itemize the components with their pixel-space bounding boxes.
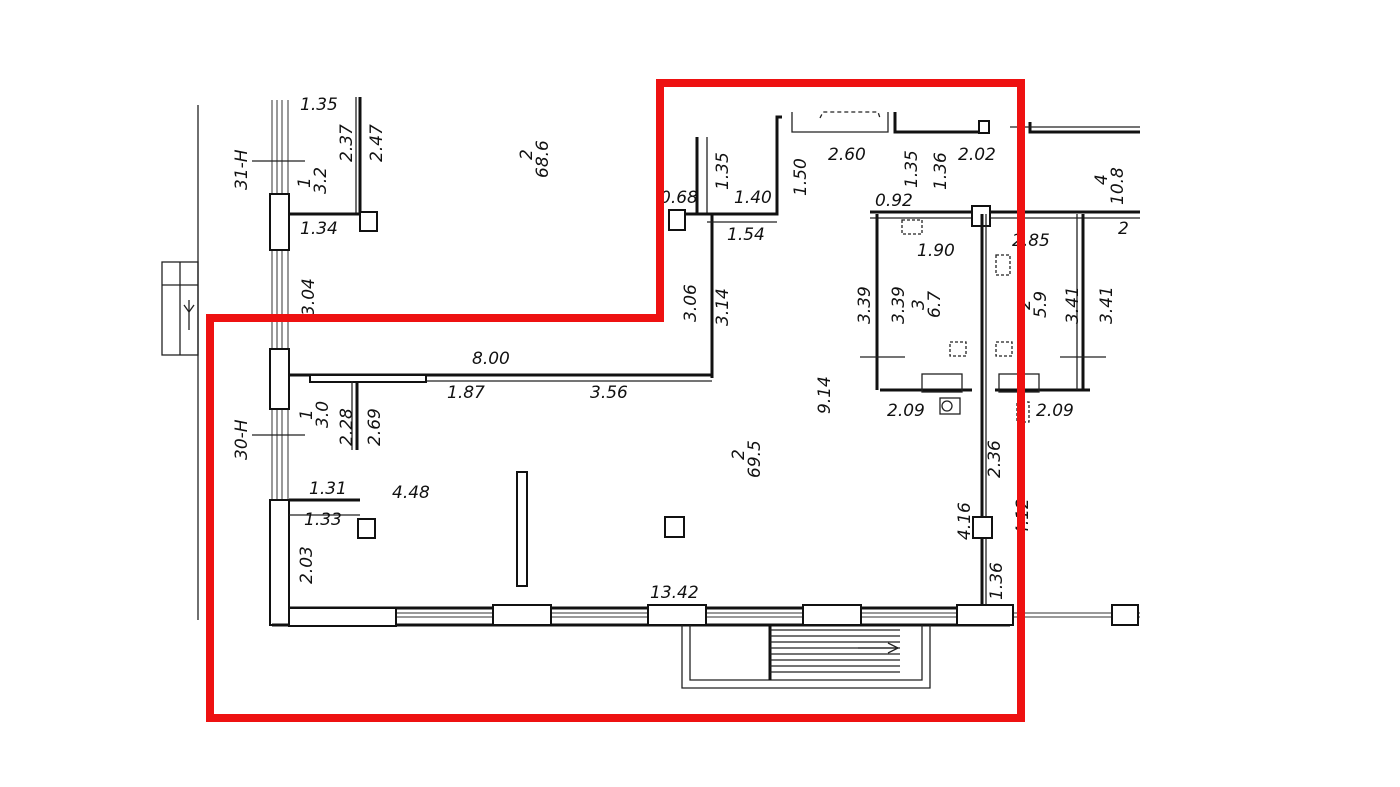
dimension-label: 1.90 [917, 241, 955, 261]
dimension-label: 3.39 [889, 286, 909, 324]
column [357, 518, 376, 539]
dimension-label: 0.68 [660, 188, 698, 208]
dimension-label: 3.39 [855, 286, 875, 324]
bathtub-icon [921, 373, 963, 393]
axis-label: 30-Н [232, 419, 252, 460]
dimension-label: 1.40 [734, 188, 772, 208]
svg-text:3.2: 3.2 [311, 167, 331, 194]
room-label: 4 10.8 [1092, 167, 1128, 205]
dimension-label: 1.36 [987, 562, 1007, 600]
dimension-label: 1.35 [902, 150, 922, 188]
dimension-label: 3.41 [1097, 286, 1117, 324]
column [359, 211, 378, 232]
svg-text:1: 1 [295, 177, 315, 188]
dimension-label: 3.04 [299, 278, 319, 316]
dimension-label: 4.48 [392, 483, 430, 503]
toilet-icon [939, 397, 961, 415]
wall [695, 137, 714, 378]
selected-area-outline [206, 79, 1025, 722]
dimension-label: 2.69 [365, 408, 385, 446]
dimension-label: 1.31 [309, 479, 347, 499]
entrance-symbol [161, 261, 199, 356]
svg-text:4: 4 [1092, 174, 1112, 185]
dimension-label: 0.92 [875, 191, 913, 211]
svg-text:3: 3 [909, 299, 929, 310]
column [664, 516, 685, 538]
dimension-label: 2.09 [1036, 401, 1074, 421]
svg-text:10.8: 10.8 [1108, 167, 1128, 205]
dimension-label: 2.28 [337, 408, 357, 446]
dimension-label: 3.41 [1063, 286, 1083, 324]
svg-text:1: 1 [297, 409, 317, 420]
dimension-label: 2 [1118, 219, 1129, 239]
column [972, 516, 993, 539]
dimension-label: 3.06 [681, 284, 701, 322]
sink-icon [901, 219, 923, 235]
svg-text:69.5: 69.5 [745, 440, 765, 478]
dimension-label: 2.03 [297, 546, 317, 584]
svg-text:6.7: 6.7 [925, 291, 945, 318]
room-label: 2 68.6 [517, 140, 553, 178]
dimension-label: 2.37 [337, 124, 357, 162]
partition [516, 471, 528, 587]
dimension-label: 4.16 [955, 502, 975, 540]
dimension-label: 1.36 [931, 152, 951, 190]
svg-text:68.6: 68.6 [533, 140, 553, 178]
room-label: 1 3.0 [297, 401, 333, 428]
column [668, 209, 686, 231]
svg-text:2: 2 [517, 149, 537, 160]
stairs-arrow-icon [887, 642, 900, 654]
dimension-label: 1.54 [727, 225, 765, 245]
stairs [681, 625, 931, 689]
svg-text:3.0: 3.0 [313, 401, 333, 428]
dimension-label: 2.09 [887, 401, 925, 421]
left-exterior-wall [269, 100, 290, 626]
dimension-label: 1.35 [300, 95, 338, 115]
wall [712, 115, 782, 216]
dimension-label: 1.33 [304, 510, 342, 530]
dimension-label: 2.47 [367, 124, 387, 162]
dimension-label: 2.36 [985, 440, 1005, 478]
dimension-label: 9.14 [815, 376, 835, 414]
dimension-label: 1.34 [300, 219, 338, 239]
door-opening [309, 374, 427, 383]
room-label: 2 69.5 [729, 440, 765, 478]
dimension-label: 3.14 [713, 288, 733, 326]
dimension-label: 2.02 [958, 145, 996, 165]
svg-text:5.9: 5.9 [1031, 291, 1051, 318]
sink-icon [995, 254, 1011, 276]
bottom-exterior-wall [272, 604, 1140, 627]
niche [791, 112, 889, 133]
svg-text:2: 2 [729, 449, 749, 460]
axis-label: 31-Н [232, 149, 252, 190]
dimension-label: 2.60 [828, 145, 866, 165]
dimension-label: 8.00 [472, 349, 510, 369]
dimension-label: 3.56 [590, 383, 628, 403]
dimension-label: 1.50 [791, 158, 811, 196]
dimension-label: 1.87 [447, 383, 485, 403]
room-label: 1 3.2 [295, 167, 331, 194]
dimension-label: 13.42 [650, 583, 699, 603]
room-label: 3 6.7 [909, 291, 945, 318]
dimension-label: 1.35 [713, 152, 733, 190]
